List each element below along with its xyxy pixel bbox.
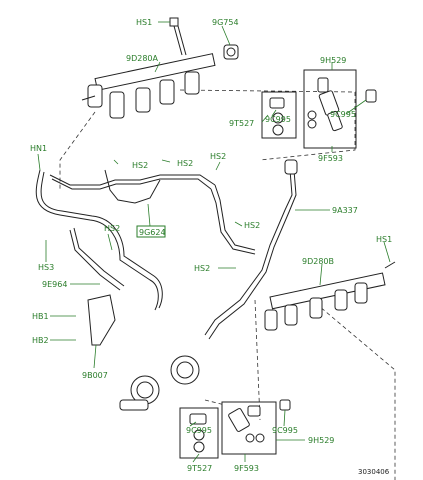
- callout-9t527-top: 9T527: [229, 119, 254, 128]
- callout-9d280a: 9D280A: [126, 54, 159, 63]
- callout-9d280b: 9D280B: [302, 257, 334, 266]
- callout-9h529-bottom: 9H529: [308, 436, 334, 445]
- highlight-9g624: [136, 225, 166, 238]
- callout-hs2-f: HS2: [194, 264, 210, 273]
- fuel-rail-left-top: [81, 53, 216, 119]
- sensor-9g754: [223, 44, 239, 60]
- pump-9b007: [87, 294, 200, 411]
- callout-9c995-bottom-right: 9C995: [272, 426, 298, 435]
- leader-lines: [37, 21, 391, 463]
- callout-hs3: HS3: [38, 263, 54, 272]
- callout-9c995-top-left: 9C995: [265, 115, 291, 124]
- callout-hs2-c: HS2: [210, 152, 226, 161]
- callout-hs2-b: HS2: [177, 159, 193, 168]
- callout-9t527-bottom: 9T527: [187, 464, 212, 473]
- diagram-reference-number: 3030406: [358, 468, 390, 476]
- callout-9e964: 9E964: [42, 280, 67, 289]
- callout-9a337: 9A337: [332, 206, 358, 215]
- bolt-hs1-top: [169, 17, 187, 56]
- callout-9b007: 9B007: [82, 371, 108, 380]
- callout-hb1: HB1: [32, 312, 49, 321]
- callout-labels: HS1 9G754 9D280A 9H529 9T527 9C995 9C995…: [30, 18, 392, 473]
- callout-9g624: 9G624: [139, 228, 166, 237]
- callout-9g754: 9G754: [212, 18, 239, 27]
- callout-hs2-e: HS2: [104, 224, 120, 233]
- callout-9c995-top-right: 9C995: [330, 110, 356, 119]
- callout-hs2-d: HS2: [244, 221, 260, 230]
- callout-hs1-right: HS1: [376, 235, 392, 244]
- callout-9f593-bottom: 9F593: [234, 464, 259, 473]
- callout-hb2: HB2: [32, 336, 49, 345]
- fuel-lines-left: [35, 169, 256, 311]
- callout-9h529-top: 9H529: [320, 56, 346, 65]
- fuel-feed-line-9a337: [204, 159, 298, 340]
- injector-box-top: [261, 69, 377, 149]
- callout-9c995-bottom-left: 9C995: [186, 426, 212, 435]
- callout-hn1: HN1: [30, 144, 47, 153]
- fuel-rail-right-bottom: [264, 261, 396, 331]
- injector-box-bottom: [179, 399, 291, 459]
- callout-hs2-a: HS2: [132, 161, 148, 170]
- callout-hs1-top: HS1: [136, 18, 152, 27]
- callout-9f593-top: 9F593: [318, 154, 343, 163]
